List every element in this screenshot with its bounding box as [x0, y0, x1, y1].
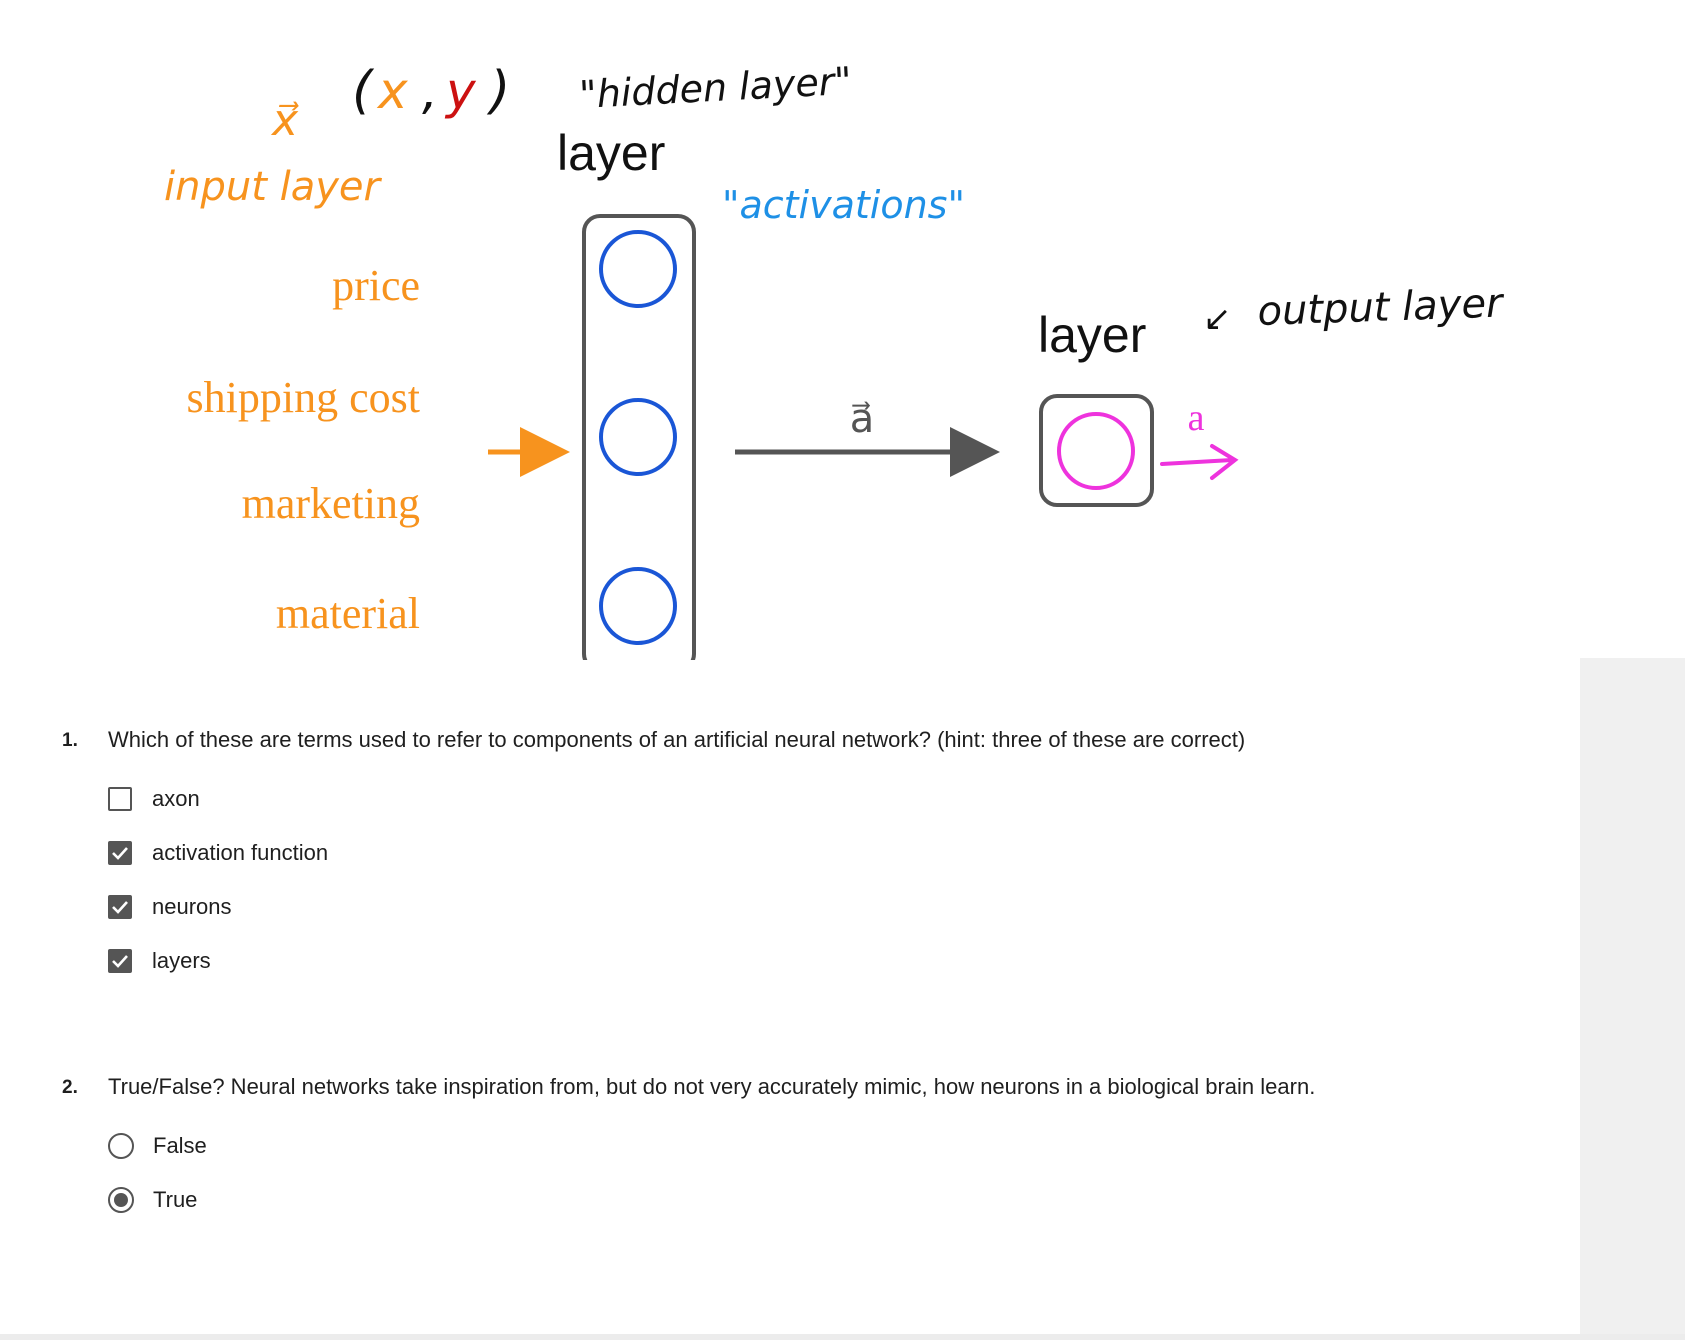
checkbox-checked[interactable]: [108, 949, 132, 973]
question-2-number: 2.: [62, 1077, 78, 1098]
checkbox-checked[interactable]: [108, 841, 132, 865]
bottom-divider: [0, 1334, 1685, 1340]
option-label: layers: [152, 948, 211, 973]
radio-selected[interactable]: [108, 1187, 134, 1213]
q1-option-neurons[interactable]: neurons: [108, 892, 232, 922]
neural-network-diagram: x⃗ ( x , y ) "hidden layer" layer input …: [164, 59, 1506, 660]
activations-annotation: "activations": [722, 183, 965, 227]
input-label-price: price: [332, 261, 420, 310]
checkbox-unchecked[interactable]: [108, 787, 132, 811]
question-1-number: 1.: [62, 730, 78, 751]
xy-comma: ,: [422, 62, 438, 120]
input-layer-annotation: input layer: [164, 164, 383, 210]
checkmark-icon: [112, 847, 128, 860]
x-vector-annotation: x⃗: [270, 95, 299, 146]
question-2-text: True/False? Neural networks take inspira…: [108, 1074, 1316, 1099]
input-label-shipping-cost: shipping cost: [187, 373, 420, 422]
checkmark-icon: [112, 901, 128, 914]
hidden-neuron-1: [599, 230, 677, 308]
xy-y-annotation: y: [444, 62, 477, 120]
xy-x-annotation: x: [376, 62, 408, 120]
radio-dot-icon: [114, 1193, 128, 1207]
output-layer-title: layer: [1038, 307, 1146, 363]
output-pointer-arrow: ↙: [1203, 299, 1232, 339]
radio-unselected[interactable]: [108, 1133, 134, 1159]
input-label-material: material: [276, 589, 420, 638]
option-label: axon: [152, 786, 200, 811]
question-1-text: Which of these are terms used to refer t…: [108, 727, 1246, 752]
output-a-label: a: [1188, 397, 1205, 439]
input-label-marketing: marketing: [242, 479, 420, 528]
option-label: False: [153, 1133, 207, 1158]
xy-close-paren: ): [486, 61, 510, 121]
q1-option-layers[interactable]: layers: [108, 946, 211, 976]
output-layer-annotation: output layer: [1257, 280, 1506, 335]
hidden-neuron-3: [599, 567, 677, 645]
q2-option-false[interactable]: False: [108, 1131, 207, 1161]
vector-a-label: a⃗: [850, 396, 875, 441]
hidden-neuron-2: [599, 398, 677, 476]
option-label: neurons: [152, 894, 232, 919]
xy-open-paren: (: [352, 61, 375, 121]
hidden-layer-frame: [582, 214, 696, 660]
checkmark-icon: [112, 955, 128, 968]
hidden-layer-annotation: "hidden layer": [578, 59, 853, 117]
checkbox-checked[interactable]: [108, 895, 132, 919]
q1-option-activation-function[interactable]: activation function: [108, 838, 328, 868]
output-arrow: [1160, 444, 1239, 480]
option-label: True: [153, 1187, 198, 1212]
hidden-layer-title: layer: [557, 125, 665, 181]
option-label: activation function: [152, 840, 329, 865]
output-layer-frame: [1039, 394, 1154, 507]
output-neuron: [1057, 412, 1135, 490]
q1-option-axon[interactable]: axon: [108, 784, 200, 814]
q2-option-true[interactable]: True: [108, 1185, 197, 1215]
side-panel: [1580, 658, 1685, 1334]
